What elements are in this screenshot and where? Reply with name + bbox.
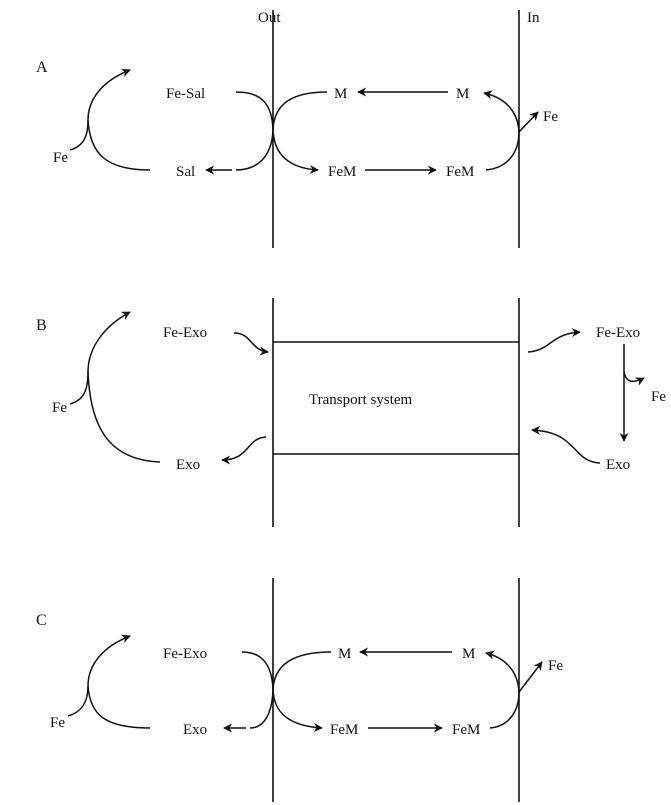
panel-a-inner-loop bbox=[483, 90, 520, 171]
panel-b-letter: B bbox=[36, 317, 47, 334]
panel-c: C Fe Fe-Exo Exo M M FeM FeM Fe bbox=[36, 578, 563, 802]
panel-c-fe-exo: Fe-Exo bbox=[163, 646, 207, 662]
panel-b-fe-exo-out: Fe-Exo bbox=[163, 325, 207, 341]
panel-b-loop-lower bbox=[87, 371, 161, 463]
panel-b-fe-right: Fe bbox=[651, 389, 666, 405]
panel-c-loop-lower bbox=[87, 685, 151, 729]
panel-b-exo-in: Exo bbox=[606, 457, 630, 473]
panel-c-fem-out-arrow bbox=[272, 689, 323, 733]
panel-c-fem-in: FeM bbox=[452, 722, 480, 738]
panel-a-fe-left: Fe bbox=[53, 150, 68, 166]
panel-c-fe-release-arrow bbox=[518, 661, 543, 693]
panel-c-exo: Exo bbox=[183, 722, 207, 738]
panel-b-exo-return-arrow bbox=[531, 425, 601, 464]
panel-b-exo-out: Exo bbox=[176, 457, 200, 473]
panel-b-fe-to-feexo-arrow bbox=[69, 311, 131, 405]
panel-c-release-exo bbox=[249, 689, 274, 729]
panel-b: B Transport system Fe Fe-Exo Exo Fe-Exo … bbox=[36, 298, 666, 527]
panel-a-fe-right: Fe bbox=[543, 109, 558, 125]
panel-c-fe-left: Fe bbox=[50, 715, 65, 731]
panel-a-fe-sal: Fe-Sal bbox=[166, 86, 205, 102]
panel-c-fe-right: Fe bbox=[548, 658, 563, 674]
panel-a-m-out: M bbox=[334, 86, 347, 102]
panel-a-fem-in: FeM bbox=[446, 164, 474, 180]
panel-a-release-sal bbox=[235, 129, 274, 171]
panel-b-feexo-in-arrow bbox=[527, 328, 581, 353]
transport-system-label: Transport system bbox=[309, 392, 413, 408]
panel-b-fe-exo-in: Fe-Exo bbox=[596, 325, 640, 341]
panel-a-loop-lower bbox=[87, 119, 151, 171]
panel-a-letter: A bbox=[36, 59, 48, 76]
panel-a-fem-out: FeM bbox=[328, 164, 356, 180]
panel-a-sal: Sal bbox=[176, 164, 195, 180]
panel-a-fem-out-arrow bbox=[272, 129, 319, 174]
outside-label: Out bbox=[258, 10, 281, 26]
panel-b-fe-left: Fe bbox=[52, 400, 67, 416]
panel-a-fe-release-arrow bbox=[518, 111, 539, 133]
panel-c-inner-loop bbox=[485, 650, 520, 729]
panel-b-exo-release-arrow bbox=[221, 436, 267, 465]
panel-c-m-in: M bbox=[462, 646, 475, 662]
panel-c-m-to-membrane bbox=[272, 651, 332, 691]
panel-a-fesal-to-membrane bbox=[235, 91, 274, 131]
panel-a-m-to-membrane bbox=[272, 91, 328, 131]
panel-c-feexo-to-membrane bbox=[241, 651, 274, 691]
panel-a: A Fe Fe-Sal Sal M M FeM FeM Fe bbox=[36, 10, 558, 248]
panel-c-fe-to-feexo-arrow bbox=[67, 634, 131, 717]
panel-b-fe-release-arrow bbox=[623, 371, 645, 386]
panel-b-feexo-to-transport-arrow bbox=[233, 332, 269, 356]
inside-label: In bbox=[527, 10, 540, 26]
panel-c-letter: C bbox=[36, 612, 47, 629]
panel-c-fem-out: FeM bbox=[330, 722, 358, 738]
panel-a-fe-to-fesal-arrow bbox=[69, 68, 131, 151]
panel-a-m-in: M bbox=[456, 86, 469, 102]
panel-c-m-out: M bbox=[338, 646, 351, 662]
